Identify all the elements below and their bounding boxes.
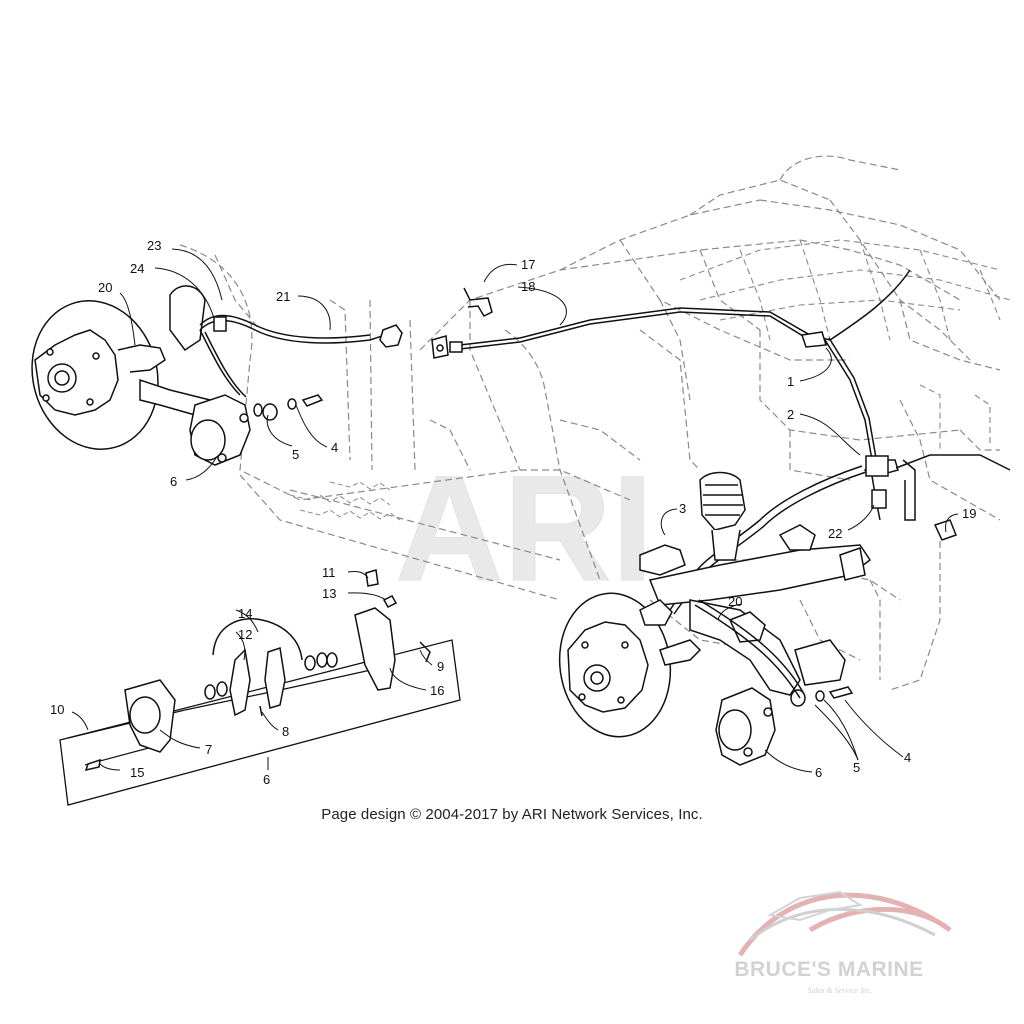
callout-12: 12: [238, 627, 252, 642]
callout-15: 15: [130, 765, 144, 780]
ari-watermark: ARI: [395, 444, 653, 612]
callout-22: 22: [828, 526, 842, 541]
callout-5-left: 5: [292, 447, 299, 462]
main-brake-line: [431, 269, 1011, 615]
callout-21: 21: [276, 289, 290, 304]
callout-18: 18: [521, 279, 535, 294]
vehicle-frame-outline: [179, 155, 1001, 691]
callout-8: 8: [282, 724, 289, 739]
callout-6-kit: 6: [263, 772, 270, 787]
callout-5-right: 5: [853, 760, 860, 775]
callout-4-right: 4: [904, 750, 911, 765]
leader-lines: [71, 248, 959, 773]
callout-10: 10: [50, 702, 64, 717]
floorboard-tread: [289, 481, 401, 521]
callout-16: 16: [430, 683, 444, 698]
callout-3: 3: [679, 501, 686, 516]
callout-6-left: 6: [170, 474, 177, 489]
callout-23: 23: [147, 238, 161, 253]
callout-4-left: 4: [331, 440, 338, 455]
callout-2: 2: [787, 407, 794, 422]
copyright-caption: Page design © 2004-2017 by ARI Network S…: [321, 806, 703, 823]
callout-9: 9: [437, 659, 444, 674]
callout-17: 17: [521, 257, 535, 272]
caliper-kit-exploded: [59, 569, 461, 806]
left-front-brake-assembly: [31, 285, 324, 466]
callout-1: 1: [787, 374, 794, 389]
callout-11: 11: [322, 565, 336, 580]
callout-14: 14: [238, 606, 252, 621]
callout-20: 20: [98, 280, 112, 295]
right-front-brake-assembly: [558, 471, 872, 766]
left-brake-hose: [199, 314, 403, 398]
callout-24: 24: [130, 261, 144, 276]
bruces-marine-logo: [737, 890, 952, 957]
callout-20-right: 20: [728, 594, 742, 609]
callout-13: 13: [322, 586, 336, 601]
callout-19: 19: [962, 506, 976, 521]
logo-tagline: Sales & Service Inc.: [807, 986, 873, 995]
rear-rack-outline: [679, 239, 1011, 450]
callout-6-right: 6: [815, 765, 822, 780]
logo-name: BRUCE'S MARINE: [734, 958, 924, 981]
callout-labels: 23 24 20 21 17 18 1 2 3 22 19 5 4 6 11 1…: [50, 238, 976, 787]
callout-7: 7: [205, 742, 212, 757]
